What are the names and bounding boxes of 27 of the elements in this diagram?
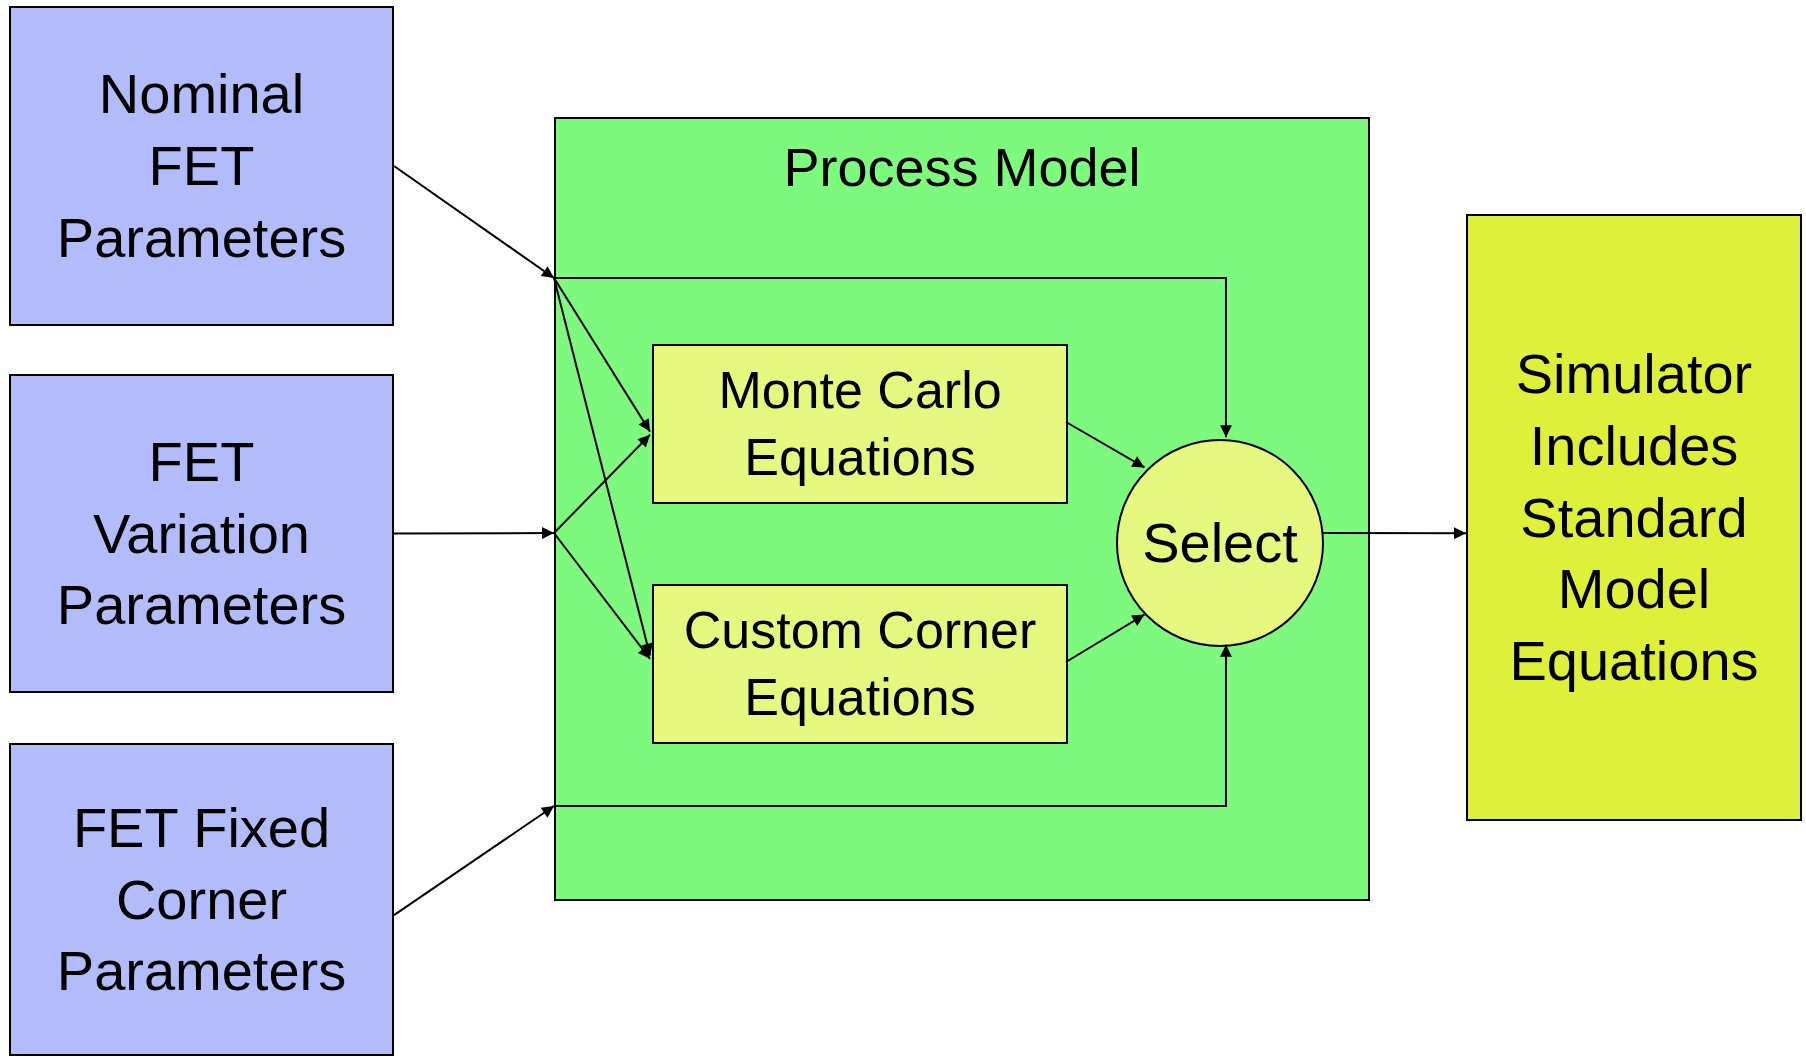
node-label: FET Variation Parameters [55, 429, 348, 639]
arrow [1065, 613, 1146, 663]
arrow [553, 433, 651, 534]
node-label: Nominal FET Parameters [55, 61, 348, 271]
arrow [393, 165, 555, 279]
node-label: Select [1142, 510, 1298, 577]
node-label: Process Model [783, 136, 1141, 199]
arrow [1320, 527, 1467, 540]
arrow [393, 805, 555, 917]
node-label: Monte Carlo Equations [717, 360, 1003, 488]
arrow [393, 527, 555, 540]
parameter-box [9, 374, 394, 693]
node-label: Simulator Includes Standard Model Equations [1508, 341, 1760, 694]
output-box [1466, 214, 1802, 821]
arrow [553, 643, 1232, 807]
arrow [1065, 421, 1146, 469]
node-label: FET Fixed Corner Parameters [55, 795, 348, 1005]
process-model-panel [554, 117, 1370, 901]
arrow [553, 277, 651, 433]
equation-box [652, 344, 1068, 504]
node-label: Custom Corner Equations [682, 600, 1038, 728]
arrow [553, 532, 651, 660]
equation-box [652, 584, 1068, 744]
parameter-box [9, 6, 394, 326]
arrow [553, 277, 1232, 439]
parameter-box [9, 743, 394, 1056]
arrow [553, 277, 653, 657]
